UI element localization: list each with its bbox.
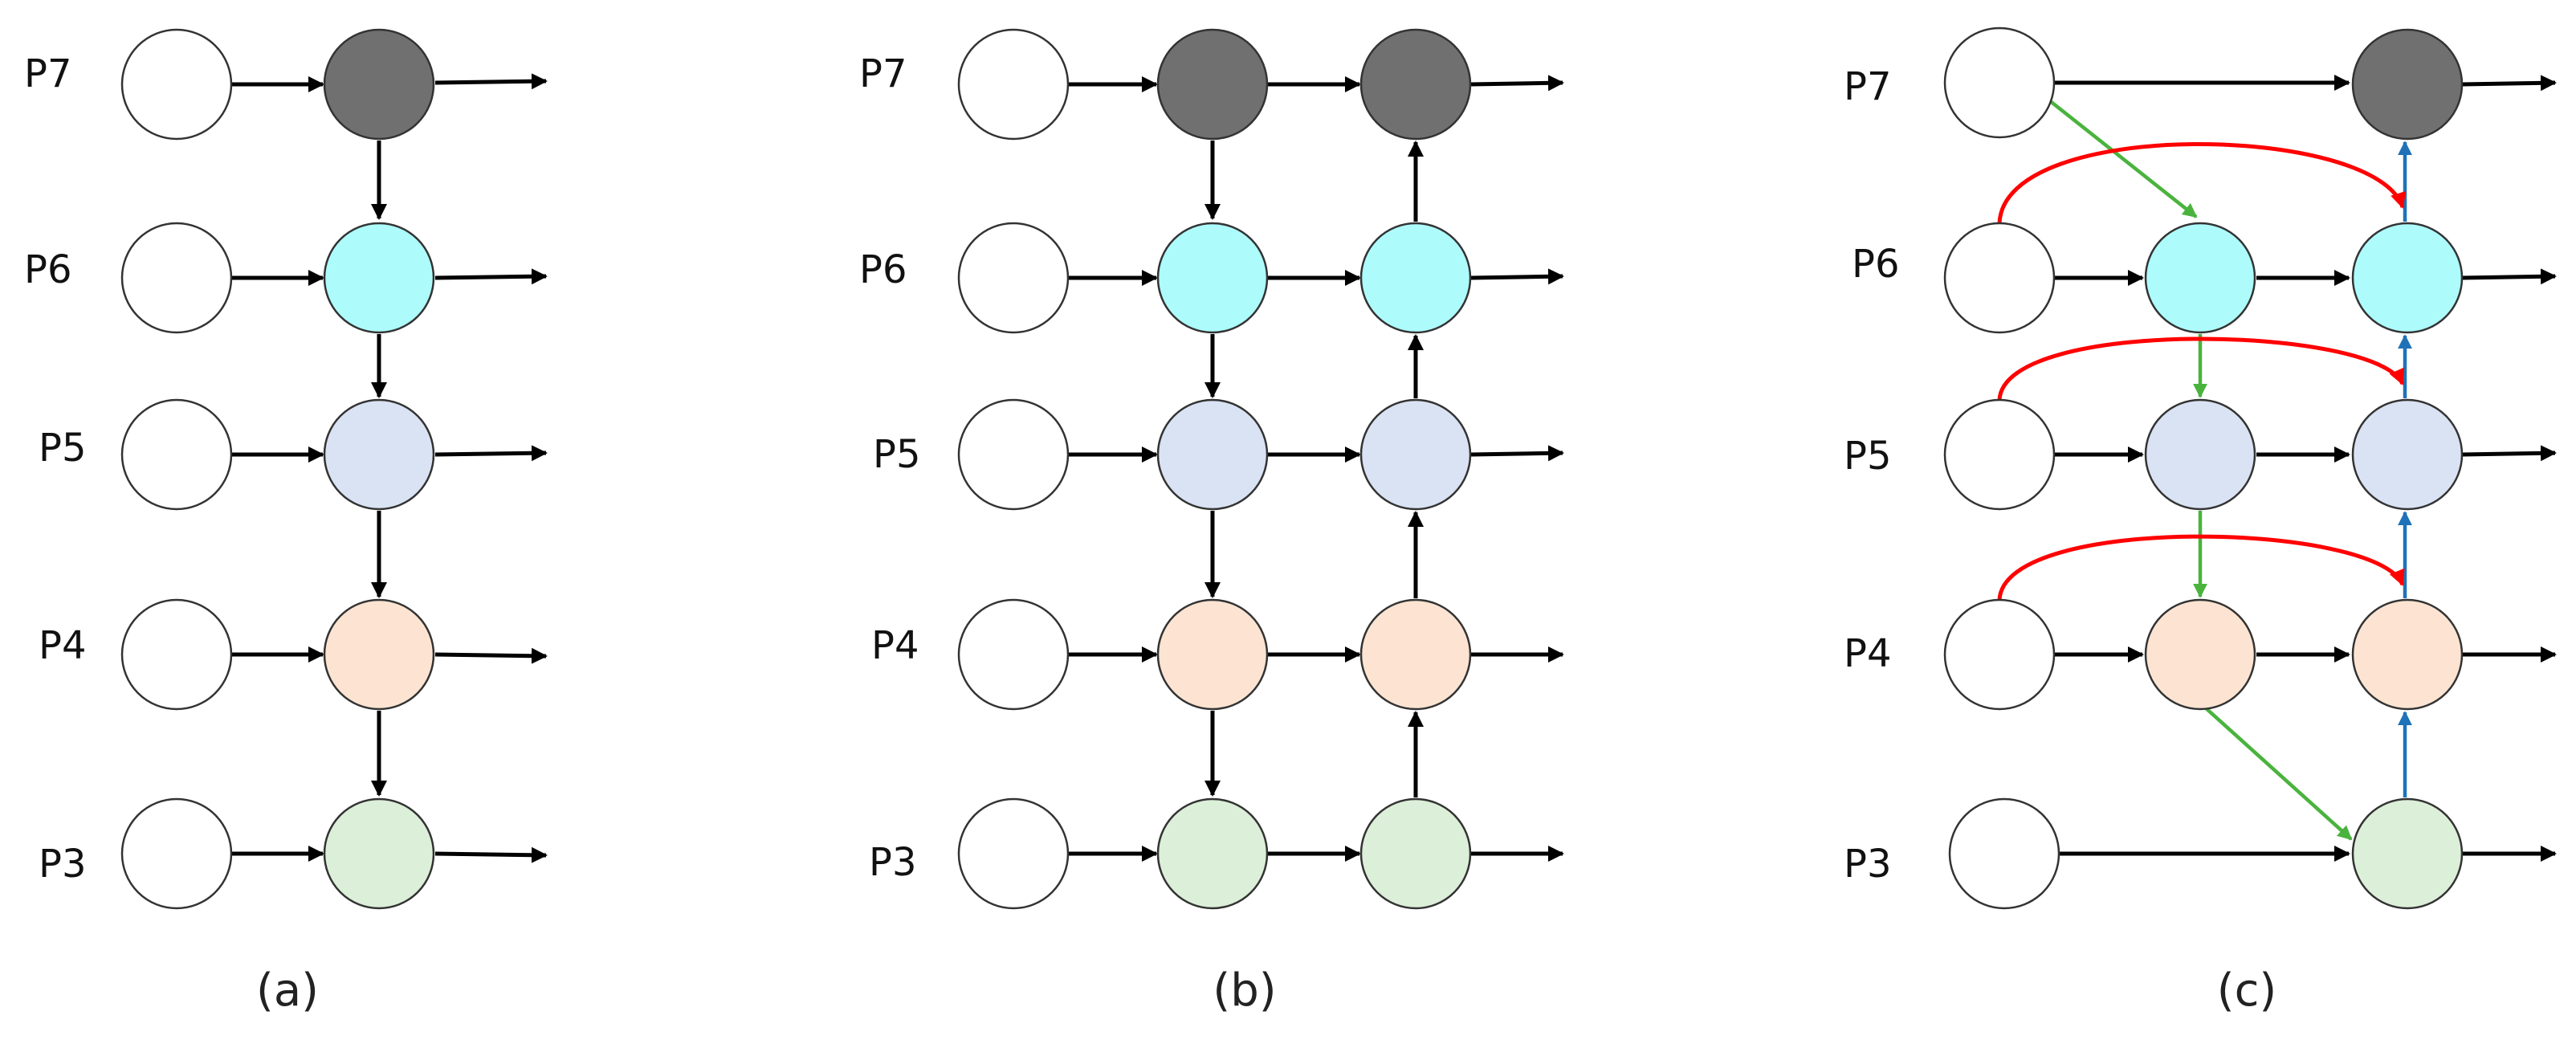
edge-final-output-p6	[2461, 268, 2557, 285]
edges	[1997, 75, 2557, 862]
panel-a: P7 P6 P5 P4 P3	[24, 28, 548, 1017]
level-label-p5: P5	[39, 426, 86, 471]
level-label-p7: P7	[859, 51, 907, 96]
level-label-p6: P6	[1852, 242, 1899, 287]
level-label-p5: P5	[873, 432, 920, 477]
panel-caption-c: (c)	[2217, 964, 2276, 1017]
top-down-node-p6	[1156, 222, 1269, 334]
top-down-node-p5	[1156, 398, 1269, 511]
edges	[231, 73, 548, 863]
top-down-node-p4	[1156, 598, 1269, 711]
top-down-node-p3	[1156, 797, 1269, 910]
output-node-p3	[2351, 797, 2464, 910]
input-node-p4	[120, 598, 233, 711]
bottom-up-node-p7	[1359, 28, 1472, 141]
panel-b: P7 P6 P5 P4 P3	[859, 28, 1564, 1017]
nodes	[120, 28, 435, 910]
nodes	[1943, 27, 2464, 910]
edge-output-p7	[434, 73, 548, 90]
level-label-p5: P5	[1844, 434, 1891, 479]
level-label-p3: P3	[1844, 842, 1891, 887]
input-node-p4	[957, 598, 1070, 711]
level-label-p3: P3	[869, 840, 916, 885]
feature-node-p5	[323, 398, 435, 511]
edge-final-output-p7	[2461, 75, 2557, 92]
level-label-p4: P4	[1844, 631, 1891, 676]
top-down-node-p7	[1156, 28, 1269, 141]
output-node-p6	[2351, 222, 2464, 334]
edge-output-p6	[1470, 268, 1564, 285]
level-label-p7: P7	[24, 51, 71, 96]
edge-output-p6	[434, 268, 548, 285]
level-label-p7: P7	[1844, 64, 1891, 109]
level-label-p4: P4	[871, 623, 919, 668]
level-label-p6: P6	[24, 247, 71, 292]
output-node-p4	[2351, 598, 2464, 711]
edge-output-p5	[1470, 445, 1564, 462]
edge-final-output-p5	[2461, 445, 2557, 462]
input-node-p5	[957, 398, 1070, 511]
feature-node-p4	[323, 598, 435, 711]
panel-c: P7 P6 P5 P4 P3	[1844, 27, 2557, 1017]
edge-skip-p6	[1997, 141, 2407, 224]
bottom-up-node-p5	[1359, 398, 1472, 511]
edge-top-down-p7-p6	[2048, 99, 2198, 218]
edges	[1068, 75, 1564, 862]
input-node-p7	[957, 28, 1070, 141]
feature-node-p6	[323, 222, 435, 334]
input-node-p7	[120, 28, 233, 141]
edge-output-p7	[1470, 75, 1564, 92]
bottom-up-node-p6	[1359, 222, 1472, 334]
input-node-p5	[120, 398, 233, 511]
input-node-p3	[957, 797, 1070, 910]
edge-output-p5	[434, 445, 548, 462]
input-node-p3	[1948, 797, 2060, 910]
intermediate-node-p5	[2144, 398, 2256, 511]
edge-skip-p5	[1997, 336, 2405, 401]
level-label-p3: P3	[39, 842, 86, 887]
output-node-p7	[2351, 28, 2464, 141]
edge-output-p4	[434, 647, 548, 664]
output-node-p5	[2351, 398, 2464, 511]
bottom-up-node-p3	[1359, 797, 1472, 910]
panel-caption-b: (b)	[1213, 964, 1276, 1017]
feature-node-p7	[323, 28, 435, 141]
input-node-p6	[120, 222, 233, 334]
bottom-up-node-p4	[1359, 598, 1472, 711]
level-label-p6: P6	[859, 247, 907, 292]
edge-output-p3	[434, 846, 548, 863]
input-node-p3	[120, 797, 233, 910]
input-node-p6	[957, 222, 1070, 334]
edge-skip-p4	[1997, 534, 2405, 601]
level-label-p4: P4	[39, 623, 86, 668]
intermediate-node-p6	[2144, 222, 2256, 334]
panel-caption-a: (a)	[256, 964, 319, 1017]
edge-top-down-p4-p3	[2203, 705, 2353, 841]
nodes	[957, 28, 1472, 910]
input-node-p5	[1943, 398, 2056, 511]
input-node-p7	[1943, 27, 2056, 139]
input-node-p6	[1943, 222, 2056, 334]
feature-node-p3	[323, 797, 435, 910]
input-node-p4	[1943, 598, 2056, 711]
intermediate-node-p4	[2144, 598, 2256, 711]
